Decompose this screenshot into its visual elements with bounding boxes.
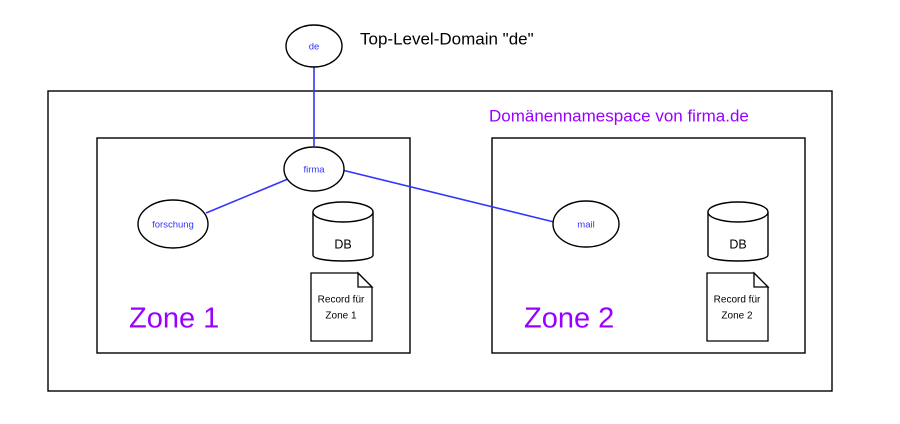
zone-1-database-label: DB xyxy=(334,237,351,251)
zone-2-database-top xyxy=(707,201,769,223)
zone-1-record-label-line2: Zone 1 xyxy=(325,311,357,322)
zone-2-record-body xyxy=(706,272,769,342)
edge-firma-mail xyxy=(341,169,555,223)
zone-2-record-fold-corner xyxy=(753,271,770,288)
edge-firma-forschung xyxy=(205,178,289,214)
zone-2-box xyxy=(491,137,806,354)
zone-1-database-icon: DB xyxy=(312,201,374,262)
node-mail-label: mail xyxy=(577,220,594,231)
node-forschung-shape xyxy=(137,199,209,249)
zone-1-record-body xyxy=(310,272,373,342)
node-de-shape xyxy=(285,24,343,68)
zone-1-box xyxy=(96,137,411,354)
top-level-domain-title: Top-Level-Domain "de" xyxy=(360,29,534,48)
zone-2-database-label: DB xyxy=(729,237,746,251)
zone-1-record-label-line1: Record für xyxy=(318,295,365,306)
node-firma[interactable]: firma xyxy=(283,146,345,192)
node-forschung[interactable]: forschung xyxy=(137,199,209,249)
zone-2-record-document: Record für Zone 2 xyxy=(706,271,770,342)
zone-2-database-body xyxy=(707,212,769,262)
node-de[interactable]: de xyxy=(285,24,343,68)
node-mail[interactable]: mail xyxy=(552,200,620,248)
namespace-title: Domänennamespace von firma.de xyxy=(489,106,749,125)
zone-1-record-document: Record für Zone 1 xyxy=(310,271,374,342)
node-mail-shape xyxy=(552,200,620,248)
zone-1-record-fold-corner xyxy=(357,271,374,288)
zone-2-record-label-line2: Zone 2 xyxy=(721,311,753,322)
zone-2-label: Zone 2 xyxy=(524,303,614,335)
node-forschung-label: forschung xyxy=(152,220,194,231)
zone-1-database-body xyxy=(312,212,374,262)
zone-1-database-top xyxy=(312,201,374,223)
zone-2-database-icon: DB xyxy=(707,201,769,262)
node-de-label: de xyxy=(309,42,320,53)
zone-1-label: Zone 1 xyxy=(129,303,219,335)
namespace-outer-box xyxy=(47,90,833,392)
node-firma-label: firma xyxy=(303,165,325,176)
node-firma-shape xyxy=(283,146,345,192)
zone-2-record-label-line1: Record für xyxy=(714,295,761,306)
